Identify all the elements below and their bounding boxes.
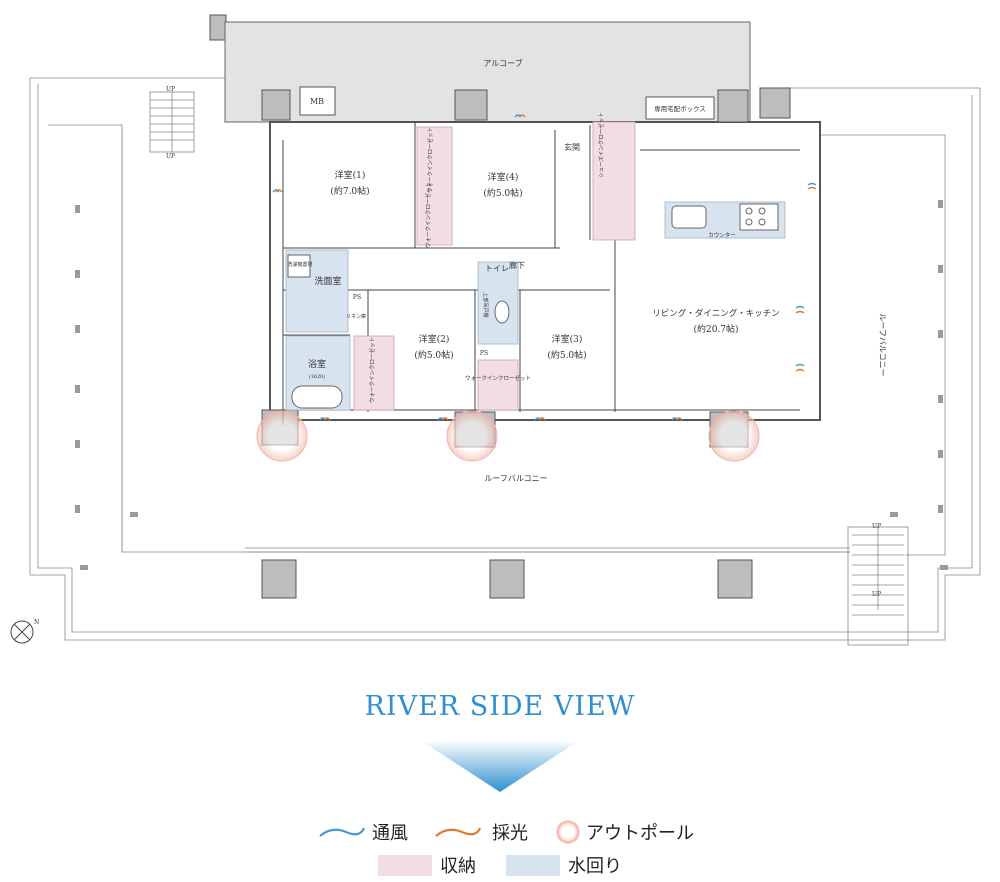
- stair-left: [149, 91, 195, 153]
- legend-ventilation-swatch: [319, 827, 366, 837]
- legend-storage-swatch: [378, 855, 432, 876]
- ps-label-1: PS: [353, 294, 361, 301]
- legend-daylight-label: 採光: [492, 823, 528, 844]
- roof-balcony-bottom-label: ルーフバルコニー: [484, 474, 547, 483]
- storage-areas: [353, 121, 636, 411]
- legend-water-swatch: [506, 855, 560, 876]
- legend-water-label: 水回り: [568, 856, 622, 877]
- legend-outpole-label: アウトポール: [586, 823, 694, 844]
- ldk-name: リビング・ダイニング・キッチン: [652, 308, 780, 319]
- railing-ticks: [75, 200, 948, 570]
- upper-storage-label: 上部吊戸棚: [482, 292, 489, 317]
- legend-storage-label: 収納: [440, 856, 476, 877]
- western4-size: (約5.0帖): [483, 187, 522, 199]
- toilet-label: トイレ: [485, 264, 509, 273]
- wic-label-2: ウォークインクローゼット: [424, 182, 432, 248]
- view-title: RIVER SIDE VIEW: [365, 691, 636, 722]
- wic-label-3: ウォークインクローゼット: [368, 337, 376, 403]
- apartment-walls: [269, 121, 821, 421]
- stair-right-up-top: UP: [872, 523, 881, 530]
- north-label: N: [34, 619, 39, 626]
- ldk-size: (約20.7帖): [693, 323, 738, 335]
- genkan-label: 玄関: [564, 142, 580, 152]
- bath-size-label: (1620): [309, 373, 326, 380]
- outpole-markers: [256, 410, 760, 462]
- stair-right-up-bottom: UP: [872, 591, 881, 598]
- north-compass: [10, 620, 34, 644]
- mb-label: MB: [310, 97, 324, 106]
- western2-name: 洋室(2): [419, 333, 450, 345]
- roof-balcony-outline: [29, 77, 981, 641]
- linen-label: リネン庫: [346, 313, 366, 320]
- laundry-label: 洗濯機置場: [287, 261, 312, 268]
- roof-balcony-right-label: ルーフバルコニー: [878, 313, 887, 376]
- structural-columns: [209, 14, 791, 599]
- fixtures: [287, 203, 779, 409]
- counter-label: カウンター: [708, 231, 736, 239]
- western1-size: (約7.0帖): [330, 185, 369, 197]
- western1-name: 洋室(1): [335, 169, 366, 181]
- mb-box: [299, 86, 336, 116]
- legend: 通風 採光 アウトポール 収納 水回り: [319, 820, 694, 877]
- delivery-box-label: 専用宅配ボックス: [654, 104, 706, 113]
- delivery-box: [645, 96, 715, 120]
- stair-left-up-top: UP: [166, 86, 175, 93]
- alcove-label: アルコーブ: [483, 58, 522, 68]
- legend-daylight-swatch: [435, 827, 482, 837]
- legend-ventilation-label: 通風: [372, 823, 408, 844]
- corridor-label: 廊下: [509, 260, 525, 270]
- legend-outpole-swatch: [556, 820, 580, 844]
- wic-label-4: ウォークインクローゼット: [465, 374, 531, 382]
- stair-left-up-bottom: UP: [166, 153, 175, 160]
- stair-right: [847, 526, 909, 646]
- storage-labels: ウォークインクローゼット ウォークインクローゼット シューズインクローゼット ウ…: [368, 112, 605, 403]
- western3-size: (約5.0帖): [547, 349, 586, 361]
- direction-arrow: [420, 740, 580, 792]
- western4-name: 洋室(4): [488, 171, 519, 183]
- plan-flow-marks: [272, 114, 817, 421]
- western3-name: 洋室(3): [552, 333, 583, 345]
- western2-size: (約5.0帖): [414, 349, 453, 361]
- sic-label: シューズインクローゼット: [597, 112, 605, 178]
- washroom-label: 洗面室: [314, 275, 341, 287]
- ps-label-2: PS: [480, 350, 488, 357]
- wic-label-1: ウォークインクローゼット: [426, 127, 434, 193]
- bathroom-label: 浴室: [308, 358, 326, 370]
